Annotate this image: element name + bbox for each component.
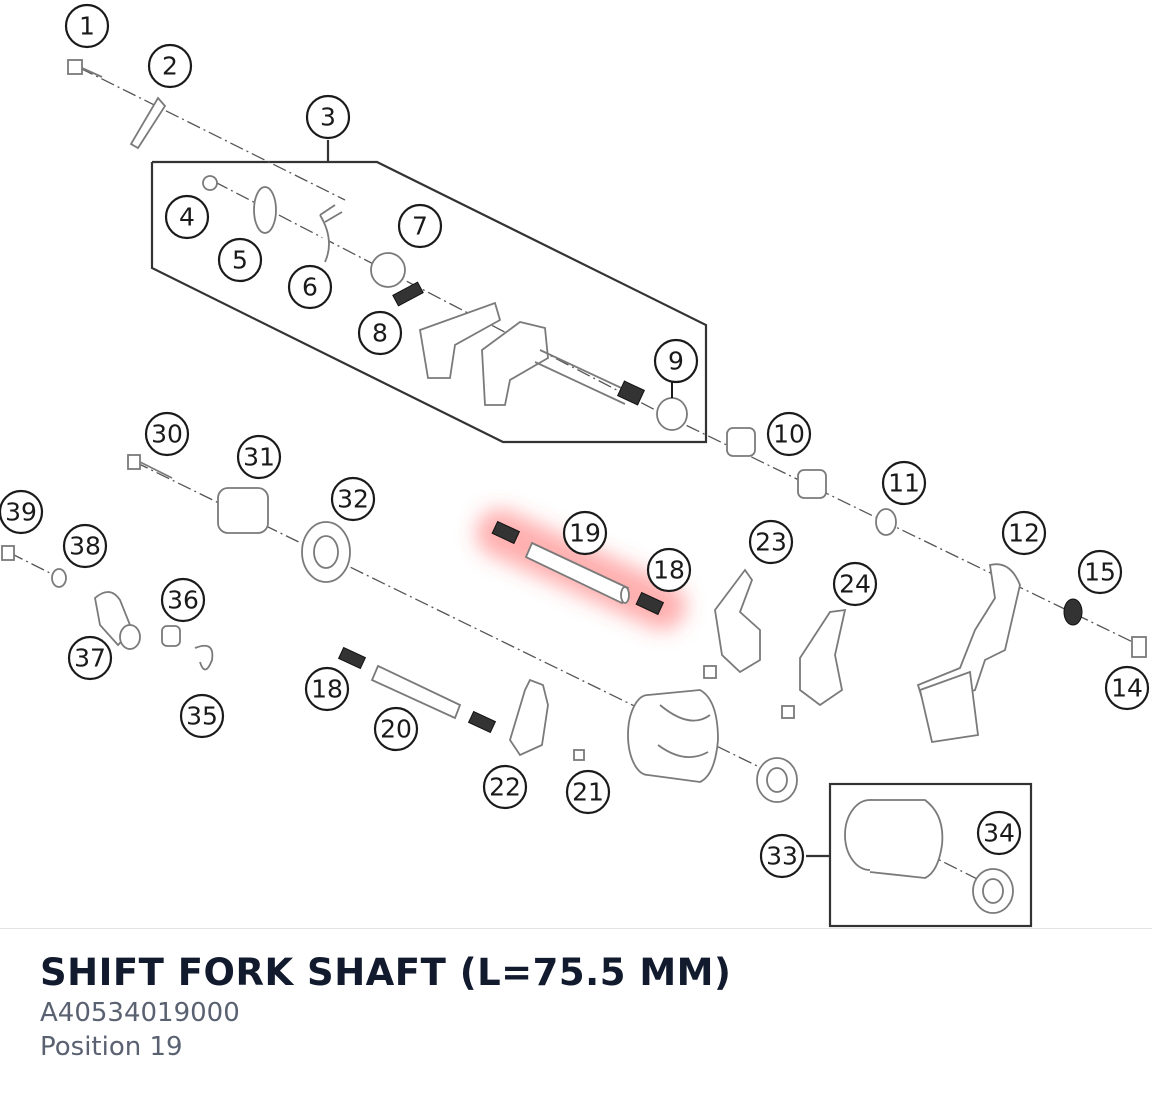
callout-8[interactable]: 8 — [357, 310, 403, 356]
callout-22[interactable]: 22 — [482, 764, 528, 810]
svg-text:3: 3 — [320, 103, 336, 132]
part-number: A40534019000 — [40, 998, 240, 1028]
callout-21[interactable]: 21 — [565, 769, 611, 815]
svg-text:34: 34 — [983, 819, 1015, 848]
callout-19[interactable]: 19 — [562, 510, 608, 556]
svg-text:33: 33 — [766, 842, 798, 871]
callout-6[interactable]: 6 — [287, 264, 333, 310]
svg-text:11: 11 — [888, 469, 920, 498]
callout-5[interactable]: 5 — [217, 237, 263, 283]
svg-text:39: 39 — [5, 498, 37, 527]
callout-37[interactable]: 37 — [67, 635, 113, 681]
callout-36[interactable]: 36 — [160, 577, 206, 623]
svg-text:2: 2 — [162, 52, 178, 81]
svg-text:6: 6 — [302, 273, 318, 302]
callout-35[interactable]: 35 — [179, 693, 225, 739]
svg-text:36: 36 — [167, 586, 199, 615]
part-19-shift-fork-shaft[interactable] — [491, 520, 665, 616]
svg-text:9: 9 — [668, 347, 684, 376]
callout-9[interactable]: 9 — [653, 338, 699, 384]
callout-12[interactable]: 12 — [1001, 510, 1047, 556]
callout-33[interactable]: 33 — [759, 833, 805, 879]
svg-text:22: 22 — [489, 773, 521, 802]
part-drawings — [1, 59, 1147, 914]
callout-3[interactable]: 3 — [305, 94, 351, 140]
part-info-panel: SHIFT FORK SHAFT (L=75.5 MM) A4053401900… — [40, 950, 1112, 1064]
svg-text:30: 30 — [151, 420, 183, 449]
svg-text:12: 12 — [1008, 519, 1040, 548]
callout-14[interactable]: 14 — [1104, 665, 1150, 711]
callout-23[interactable]: 23 — [748, 519, 794, 565]
callout-18-upper[interactable]: 18 — [646, 547, 692, 593]
svg-text:35: 35 — [186, 702, 218, 731]
axis-lines — [9, 67, 1146, 889]
callout-31[interactable]: 31 — [236, 434, 282, 480]
part-title: SHIFT FORK SHAFT (L=75.5 MM) — [40, 951, 732, 994]
svg-text:8: 8 — [372, 319, 388, 348]
callout-32[interactable]: 32 — [330, 476, 376, 522]
svg-text:18: 18 — [311, 675, 343, 704]
svg-text:31: 31 — [243, 443, 275, 472]
callout-10[interactable]: 10 — [766, 411, 812, 457]
callout-18-lower[interactable]: 18 — [304, 666, 350, 712]
callout-11[interactable]: 11 — [881, 460, 927, 506]
callout-1[interactable]: 1 — [64, 3, 110, 49]
exploded-parts-diagram: 1 2 3 4 5 6 7 8 9 10 11 12 14 15 18 18 1… — [0, 3, 1150, 928]
callout-24[interactable]: 24 — [832, 561, 878, 607]
svg-text:10: 10 — [773, 420, 805, 449]
svg-text:15: 15 — [1084, 558, 1116, 587]
part-position: Position 19 — [40, 1032, 183, 1062]
callout-30[interactable]: 30 — [144, 411, 190, 457]
callout-20[interactable]: 20 — [373, 706, 419, 752]
svg-text:20: 20 — [380, 715, 412, 744]
svg-text:5: 5 — [232, 246, 248, 275]
svg-text:4: 4 — [179, 203, 195, 232]
svg-text:7: 7 — [412, 212, 428, 241]
svg-text:38: 38 — [69, 532, 101, 561]
svg-text:24: 24 — [839, 570, 871, 599]
svg-text:21: 21 — [572, 778, 604, 807]
assembly-frame-33 — [806, 782, 1033, 928]
section-divider — [0, 928, 1152, 929]
svg-text:18: 18 — [653, 556, 685, 585]
callout-15[interactable]: 15 — [1077, 549, 1123, 595]
callout-2[interactable]: 2 — [147, 43, 193, 89]
callout-4[interactable]: 4 — [164, 194, 210, 240]
callout-7[interactable]: 7 — [397, 203, 443, 249]
svg-text:14: 14 — [1111, 674, 1143, 703]
callout-layer: 1 2 3 4 5 6 7 8 9 10 11 12 14 15 18 18 1… — [0, 3, 1150, 879]
assembly-frame-3 — [150, 140, 708, 444]
svg-text:37: 37 — [74, 644, 106, 673]
svg-text:32: 32 — [337, 485, 369, 514]
callout-39[interactable]: 39 — [0, 489, 44, 535]
callout-34[interactable]: 34 — [976, 810, 1022, 856]
svg-text:19: 19 — [569, 519, 601, 548]
callout-38[interactable]: 38 — [62, 523, 108, 569]
svg-text:1: 1 — [79, 12, 95, 41]
svg-text:23: 23 — [755, 528, 787, 557]
